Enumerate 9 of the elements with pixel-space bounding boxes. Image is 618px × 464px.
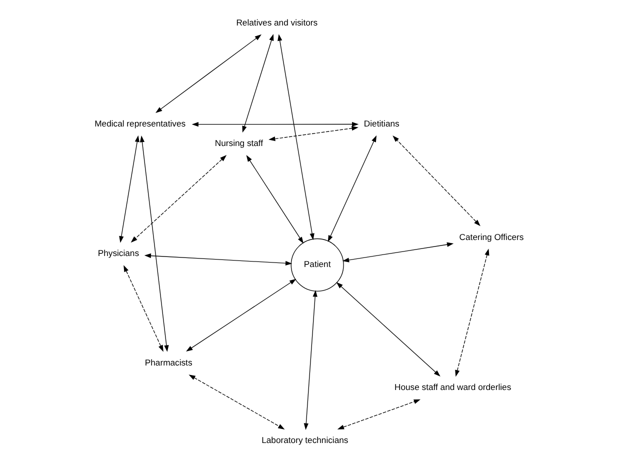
node-text: Relatives and visitors xyxy=(236,17,318,28)
node-text: Laboratory technicians xyxy=(262,435,348,446)
node-text: Physicians xyxy=(98,248,140,258)
node-text: Dietitians xyxy=(364,118,400,128)
node-text: Catering Officers xyxy=(459,232,524,242)
node-text: House staff and ward orderlies xyxy=(394,382,512,392)
node-text: Pharmacists xyxy=(144,357,192,368)
node-text: Nursing staff xyxy=(214,138,264,148)
node-text: Medical representatives xyxy=(94,118,186,129)
